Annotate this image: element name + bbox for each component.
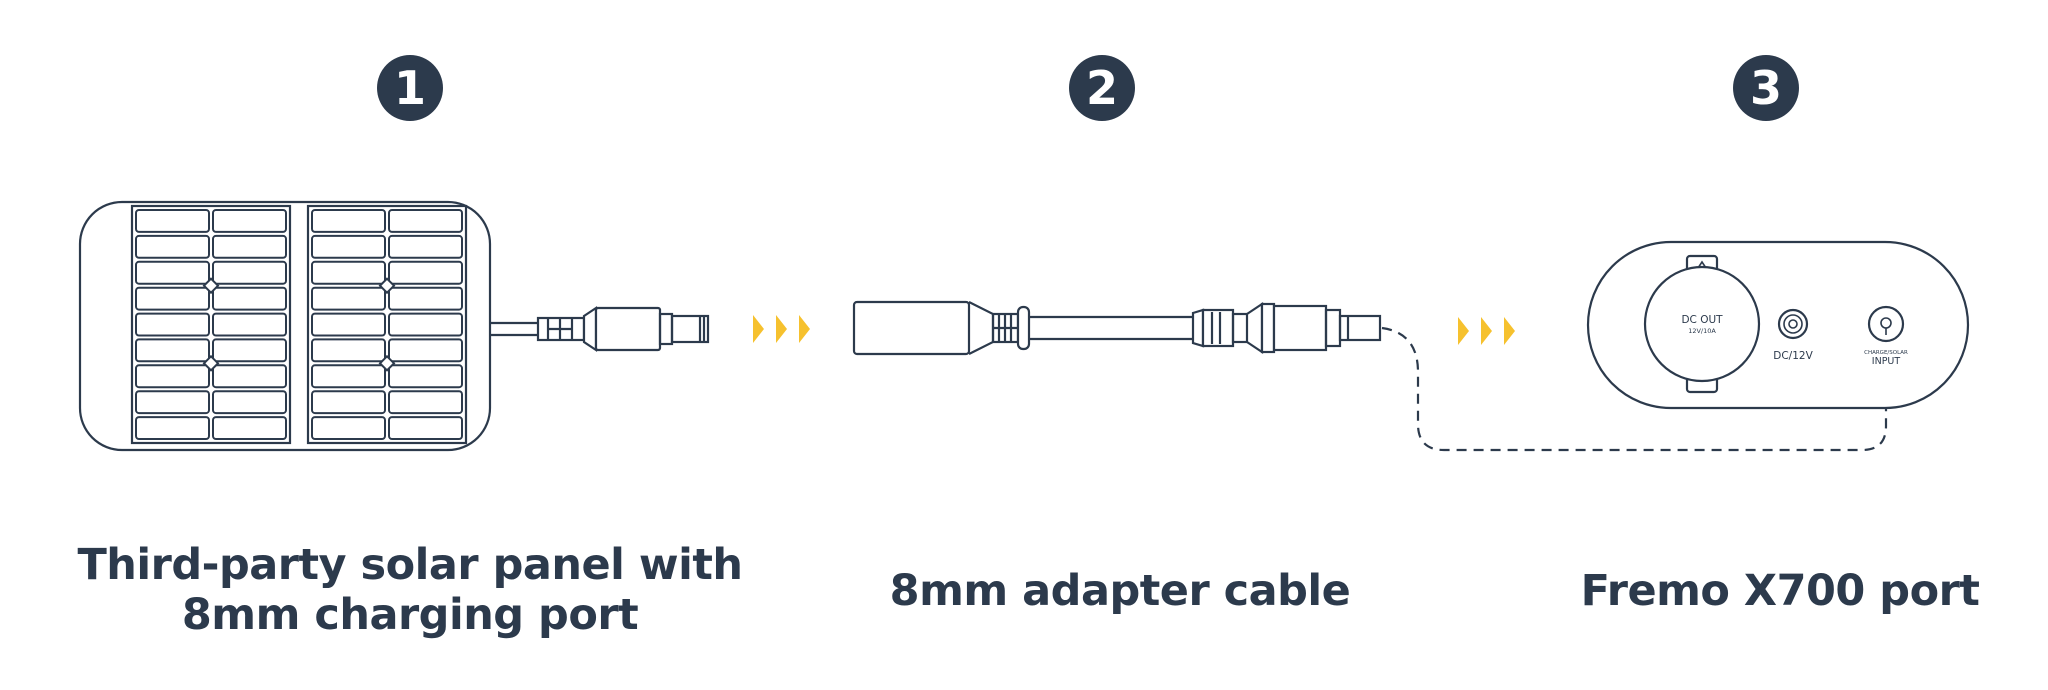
solar-cell [135, 312, 210, 337]
solar-cell [311, 209, 386, 233]
step-1-caption: Third-party solar panel with 8mm chargin… [60, 540, 760, 640]
solar-cell [311, 416, 386, 441]
step-badge-3: 3 [1733, 55, 1799, 121]
step-1-caption-line-2: 8mm charging port [181, 590, 639, 640]
solar-cell [212, 390, 287, 415]
solar-cell [212, 286, 287, 311]
solar-cell [212, 312, 287, 337]
step-1-caption-line-1: Third-party solar panel with [77, 540, 743, 590]
solar-cell [311, 286, 386, 311]
step-badge-1: 1 [377, 55, 443, 121]
cell-junction-diamond [378, 354, 396, 372]
solar-cell [311, 260, 386, 285]
solar-cell [311, 234, 386, 259]
solar-cell [388, 260, 463, 285]
fremo-x700-device: DC OUT 12V/10A DC/12V CHARGE/SOLAR INPUT [1586, 240, 1970, 410]
solar-cell [311, 338, 386, 363]
solar-cell [388, 286, 463, 311]
solar-cell [135, 416, 210, 441]
step-number-2: 2 [1086, 61, 1118, 115]
solar-cell [388, 390, 463, 415]
input-label-bottom: INPUT [1872, 356, 1901, 367]
step-number-3: 3 [1750, 61, 1782, 115]
solar-cell [212, 234, 287, 259]
solar-cell [388, 312, 463, 337]
solar-cell [311, 312, 386, 337]
solar-panel-illustration [78, 200, 492, 452]
dc12v-label: DC/12V [1773, 350, 1813, 362]
solar-cell [212, 338, 287, 363]
solar-cell [311, 390, 386, 415]
dc-out-port [1643, 254, 1761, 394]
solar-cell [135, 390, 210, 415]
step-3-caption: Fremo X700 port [1580, 566, 1980, 616]
flow-arrows-2 [1458, 317, 1515, 345]
solar-cell [212, 416, 287, 441]
solar-cell [135, 209, 210, 233]
input-label-top: CHARGE/SOLAR [1864, 350, 1908, 356]
dc12v-port [1777, 308, 1809, 340]
step-badge-2: 2 [1069, 55, 1135, 121]
solar-cell [388, 416, 463, 441]
solar-cell [212, 209, 287, 233]
solar-cell [135, 260, 210, 285]
solar-cell [311, 364, 386, 389]
solar-cell [135, 234, 210, 259]
cell-junction-diamond [202, 277, 220, 295]
solar-panel-8mm-plug [490, 305, 710, 353]
cell-junction-diamond [202, 354, 220, 372]
cell-junction-diamond [378, 277, 396, 295]
flow-arrows-1 [753, 315, 810, 343]
solar-cell [388, 234, 463, 259]
solar-cell [388, 338, 463, 363]
solar-cell [135, 364, 210, 389]
adapter-cable-illustration [852, 300, 1382, 356]
solar-cell [388, 209, 463, 233]
dc-out-label: DC OUT [1681, 314, 1723, 326]
solar-cell [388, 364, 463, 389]
step-2-caption: 8mm adapter cable [889, 566, 1351, 616]
solar-cell [135, 338, 210, 363]
dc-out-rating: 12V/10A [1688, 327, 1716, 335]
charge-solar-input-port [1867, 305, 1905, 343]
step-number-1: 1 [394, 61, 426, 115]
dashed-connection-line [1381, 326, 1888, 452]
solar-cell [212, 260, 287, 285]
solar-cell [135, 286, 210, 311]
solar-cell [212, 364, 287, 389]
